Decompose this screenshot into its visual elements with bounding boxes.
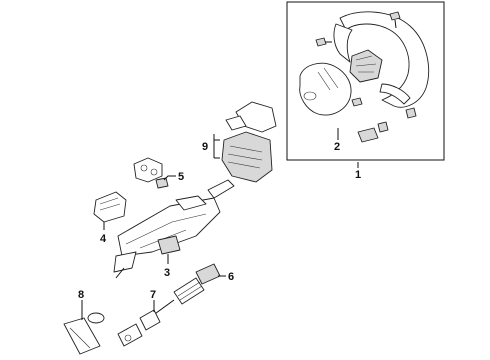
- wheel-bolt: [389, 11, 401, 29]
- callout-4: 4: [100, 233, 107, 245]
- airbag-cover: [299, 62, 352, 116]
- callout-3: 3: [164, 267, 170, 279]
- steering-column-housing: [113, 179, 235, 279]
- horn-switch: [357, 121, 389, 143]
- callout-9: 9: [202, 141, 208, 153]
- callout-7: 7: [150, 289, 156, 301]
- column-switch: [133, 157, 169, 189]
- steering-wheel: [333, 11, 429, 108]
- u-joint: [117, 309, 161, 347]
- callout-2: 2: [334, 141, 340, 153]
- callout-1: 1: [355, 169, 361, 181]
- wheel-screw: [315, 37, 332, 47]
- wheel-screw: [351, 97, 363, 107]
- column-mount-bracket: [93, 191, 127, 223]
- boot-seal: [63, 317, 101, 355]
- intermediate-shaft: [151, 263, 221, 317]
- callout-5: 5: [178, 171, 184, 183]
- wheel-screw: [405, 107, 417, 119]
- leader-lines: [81, 128, 359, 320]
- seal-clamp: [87, 312, 105, 324]
- tilt-motor: [157, 235, 181, 255]
- callout-8: 8: [78, 289, 84, 301]
- callout-6: 6: [228, 271, 234, 283]
- inset-box: [286, 1, 445, 161]
- column-cover: [221, 101, 277, 183]
